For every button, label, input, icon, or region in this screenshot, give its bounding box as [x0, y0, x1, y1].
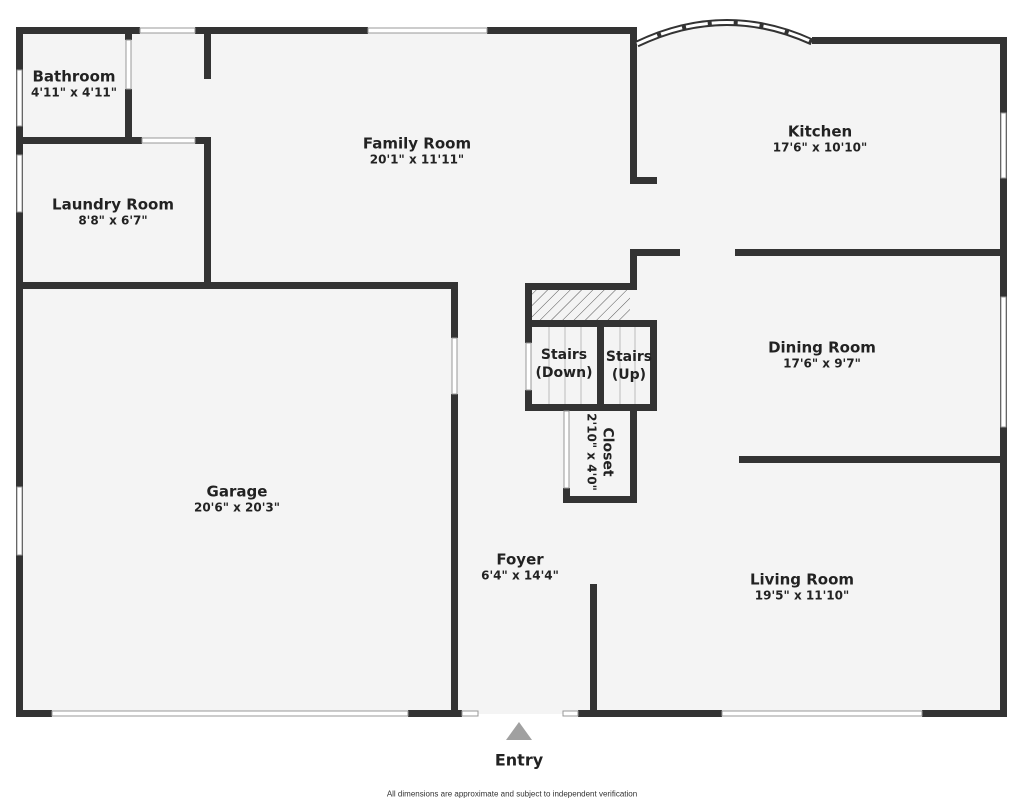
- disclaimer: All dimensions are approximate and subje…: [386, 789, 638, 799]
- room-dimensions: 6'4" x 14'4": [481, 568, 559, 583]
- room-dimensions: 20'1" x 11'11": [369, 152, 465, 167]
- room-stairs-down: Stairs (Down): [536, 346, 593, 382]
- room-dimensions: 19'5" x 11'10": [754, 588, 850, 603]
- room-name: Stairs: [540, 347, 588, 363]
- room-dimensions: (Up): [611, 367, 647, 383]
- room-dimensions: 4'11" x 4'11": [30, 85, 118, 100]
- walls: [16, 27, 1007, 717]
- room-name: Foyer: [496, 550, 544, 569]
- room-name: Laundry Room: [52, 195, 174, 214]
- floor-area: [20, 21, 1004, 714]
- room-dimensions: 17'6" x 10'10": [772, 140, 868, 155]
- room-name: Garage: [206, 482, 268, 501]
- entry-arrow-icon: [506, 722, 532, 740]
- room-name: Stairs: [605, 349, 653, 365]
- entry-label: Entry: [494, 750, 544, 770]
- room-dimensions: 20'6" x 20'3": [193, 500, 281, 515]
- room-name: Closet: [599, 427, 616, 477]
- stair-treads: [548, 327, 636, 404]
- room-name: Family Room: [362, 134, 472, 153]
- room-name: Bathroom: [32, 67, 116, 86]
- stairwell-hatch: [532, 290, 630, 320]
- room-name: Dining Room: [768, 338, 876, 357]
- room-dimensions: 2'10" x 4'0": [584, 413, 599, 491]
- room-dimensions: (Down): [535, 365, 593, 381]
- room-dimensions: 17'6" x 9'7": [783, 356, 861, 371]
- room-stairs-up: Stairs (Up): [606, 348, 652, 384]
- room-dimensions: 8'8" x 6'7": [78, 213, 148, 228]
- room-name: Living Room: [749, 570, 855, 589]
- room-name: Kitchen: [787, 122, 853, 141]
- windows: [16, 27, 1007, 717]
